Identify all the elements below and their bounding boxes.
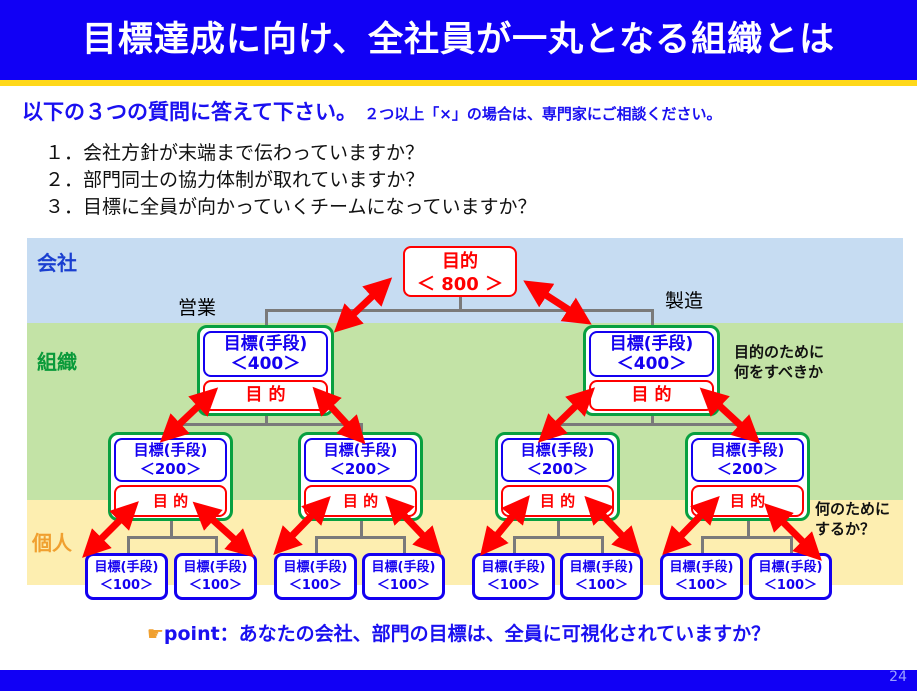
note-line: 何をすべきか xyxy=(734,363,823,381)
arrow xyxy=(82,501,139,558)
org-purpose-box: 目 的 xyxy=(589,380,714,411)
goal-value: ＜100＞ xyxy=(674,578,729,593)
goal-value: ＜100＞ xyxy=(574,578,629,593)
band-label-org: 組織 xyxy=(37,350,77,374)
goal-label: 目標(手段) xyxy=(183,560,248,575)
goal-value: ＜400＞ xyxy=(230,354,301,374)
arrow xyxy=(159,387,219,443)
person-goal-box: 目標(手段) ＜100＞ xyxy=(560,553,643,600)
arrow xyxy=(385,495,442,556)
note-line: するか？ xyxy=(815,520,876,538)
goal-label: 目標(手段) xyxy=(520,441,595,459)
org-goal-box: 目標(手段)＜400＞ xyxy=(589,331,714,377)
org-goal-box: 目標(手段)＜400＞ xyxy=(203,331,328,377)
goal-label: 目標(手段) xyxy=(323,441,398,459)
question-3: ３．目標に全員が向かっていくチームになっていますか？ xyxy=(45,196,537,218)
goal-label: 目標(手段) xyxy=(481,560,546,575)
instruction-note: ２つ以上「×」の場合は、専門家にご相談ください。 xyxy=(364,105,722,123)
question-1: １．会社方針が末端まで伝わっていますか？ xyxy=(45,142,425,164)
point-text: point：あなたの会社、部門の目標は、全員に可視化されていますか？ xyxy=(163,623,771,645)
band-label-company: 会社 xyxy=(37,251,77,275)
goal-label: 目標(手段) xyxy=(223,334,308,354)
goal-value: ＜100＞ xyxy=(486,578,541,593)
goal-value: ＜100＞ xyxy=(99,578,154,593)
instruction-main: 以下の３つの質問に答えて下さい。 xyxy=(22,100,357,124)
note-individual: 何のためにするか？ xyxy=(815,499,890,539)
person-goal-box: 目標(手段) ＜100＞ xyxy=(660,553,743,600)
slide-title: 目標達成に向け、全社員が一丸となる組織とは xyxy=(0,0,917,80)
goal-label: 目標(手段) xyxy=(609,334,694,354)
team-purpose-box: 目 的 xyxy=(691,485,804,517)
goal-value: ＜200＞ xyxy=(329,460,392,478)
org-unit-manufacturing: 目標(手段)＜400＞ 目 的 xyxy=(583,325,720,416)
company-purpose-value: ＜ 800 ＞ xyxy=(416,274,504,295)
goal-value: ＜100＞ xyxy=(763,578,818,593)
arrow xyxy=(523,280,592,325)
goal-value: ＜100＞ xyxy=(188,578,243,593)
goal-value: ＜400＞ xyxy=(616,354,687,374)
person-goal-box: 目標(手段) ＜100＞ xyxy=(362,553,445,600)
point-line: ☛point：あなたの会社、部門の目標は、全員に可視化されていますか？ xyxy=(0,619,917,646)
division-manufacturing: 製造 xyxy=(665,290,704,312)
team-goal-box: 目標(手段)＜200＞ xyxy=(691,438,804,482)
goal-label: 目標(手段) xyxy=(371,560,436,575)
arrow xyxy=(537,387,596,443)
goal-label: 目標(手段) xyxy=(133,441,208,459)
org-purpose-box: 目 的 xyxy=(203,380,328,411)
company-purpose-label: 目的 xyxy=(442,251,478,272)
goal-value: ＜200＞ xyxy=(139,460,202,478)
arrow xyxy=(192,501,255,558)
goal-label: 目標(手段) xyxy=(710,441,785,459)
note-line: 何のために xyxy=(815,500,891,518)
goal-label: 目標(手段) xyxy=(94,560,159,575)
goal-value: ＜200＞ xyxy=(716,460,779,478)
arrow xyxy=(312,386,366,445)
arrow xyxy=(764,503,822,561)
question-2: ２．部門同士の協力体制が取れていますか？ xyxy=(45,169,425,191)
arrow xyxy=(333,277,393,333)
goal-label: 目標(手段) xyxy=(669,560,734,575)
arrow xyxy=(699,387,761,444)
arrow xyxy=(662,495,720,556)
arrow xyxy=(273,495,331,556)
goal-value: ＜100＞ xyxy=(288,578,343,593)
person-goal-box: 目標(手段) ＜100＞ xyxy=(274,553,357,600)
band-label-individual: 個人 xyxy=(32,531,72,555)
header-stripe xyxy=(0,80,917,86)
note-org: 目的のために何をすべきか xyxy=(734,342,824,382)
arrow xyxy=(584,495,641,556)
arrow xyxy=(480,495,530,556)
page-number: 24 xyxy=(889,669,907,685)
goal-label: 目標(手段) xyxy=(758,560,823,575)
person-goal-box: 目標(手段) ＜100＞ xyxy=(472,553,555,600)
company-purpose-box: 目的 ＜ 800 ＞ xyxy=(403,246,517,297)
goal-value: ＜200＞ xyxy=(526,460,589,478)
goal-label: 目標(手段) xyxy=(283,560,348,575)
org-unit-sales: 目標(手段)＜400＞ 目 的 xyxy=(197,325,334,416)
goal-label: 目標(手段) xyxy=(569,560,634,575)
note-line: 目的のために xyxy=(734,343,825,361)
division-sales: 営業 xyxy=(178,297,217,319)
pointing-hand-icon: ☛ xyxy=(146,623,164,645)
goal-value: ＜100＞ xyxy=(376,578,431,593)
instruction: 以下の３つの質問に答えて下さい。 ２つ以上「×」の場合は、専門家にご相談ください… xyxy=(22,96,722,126)
footer-bar xyxy=(0,670,917,691)
